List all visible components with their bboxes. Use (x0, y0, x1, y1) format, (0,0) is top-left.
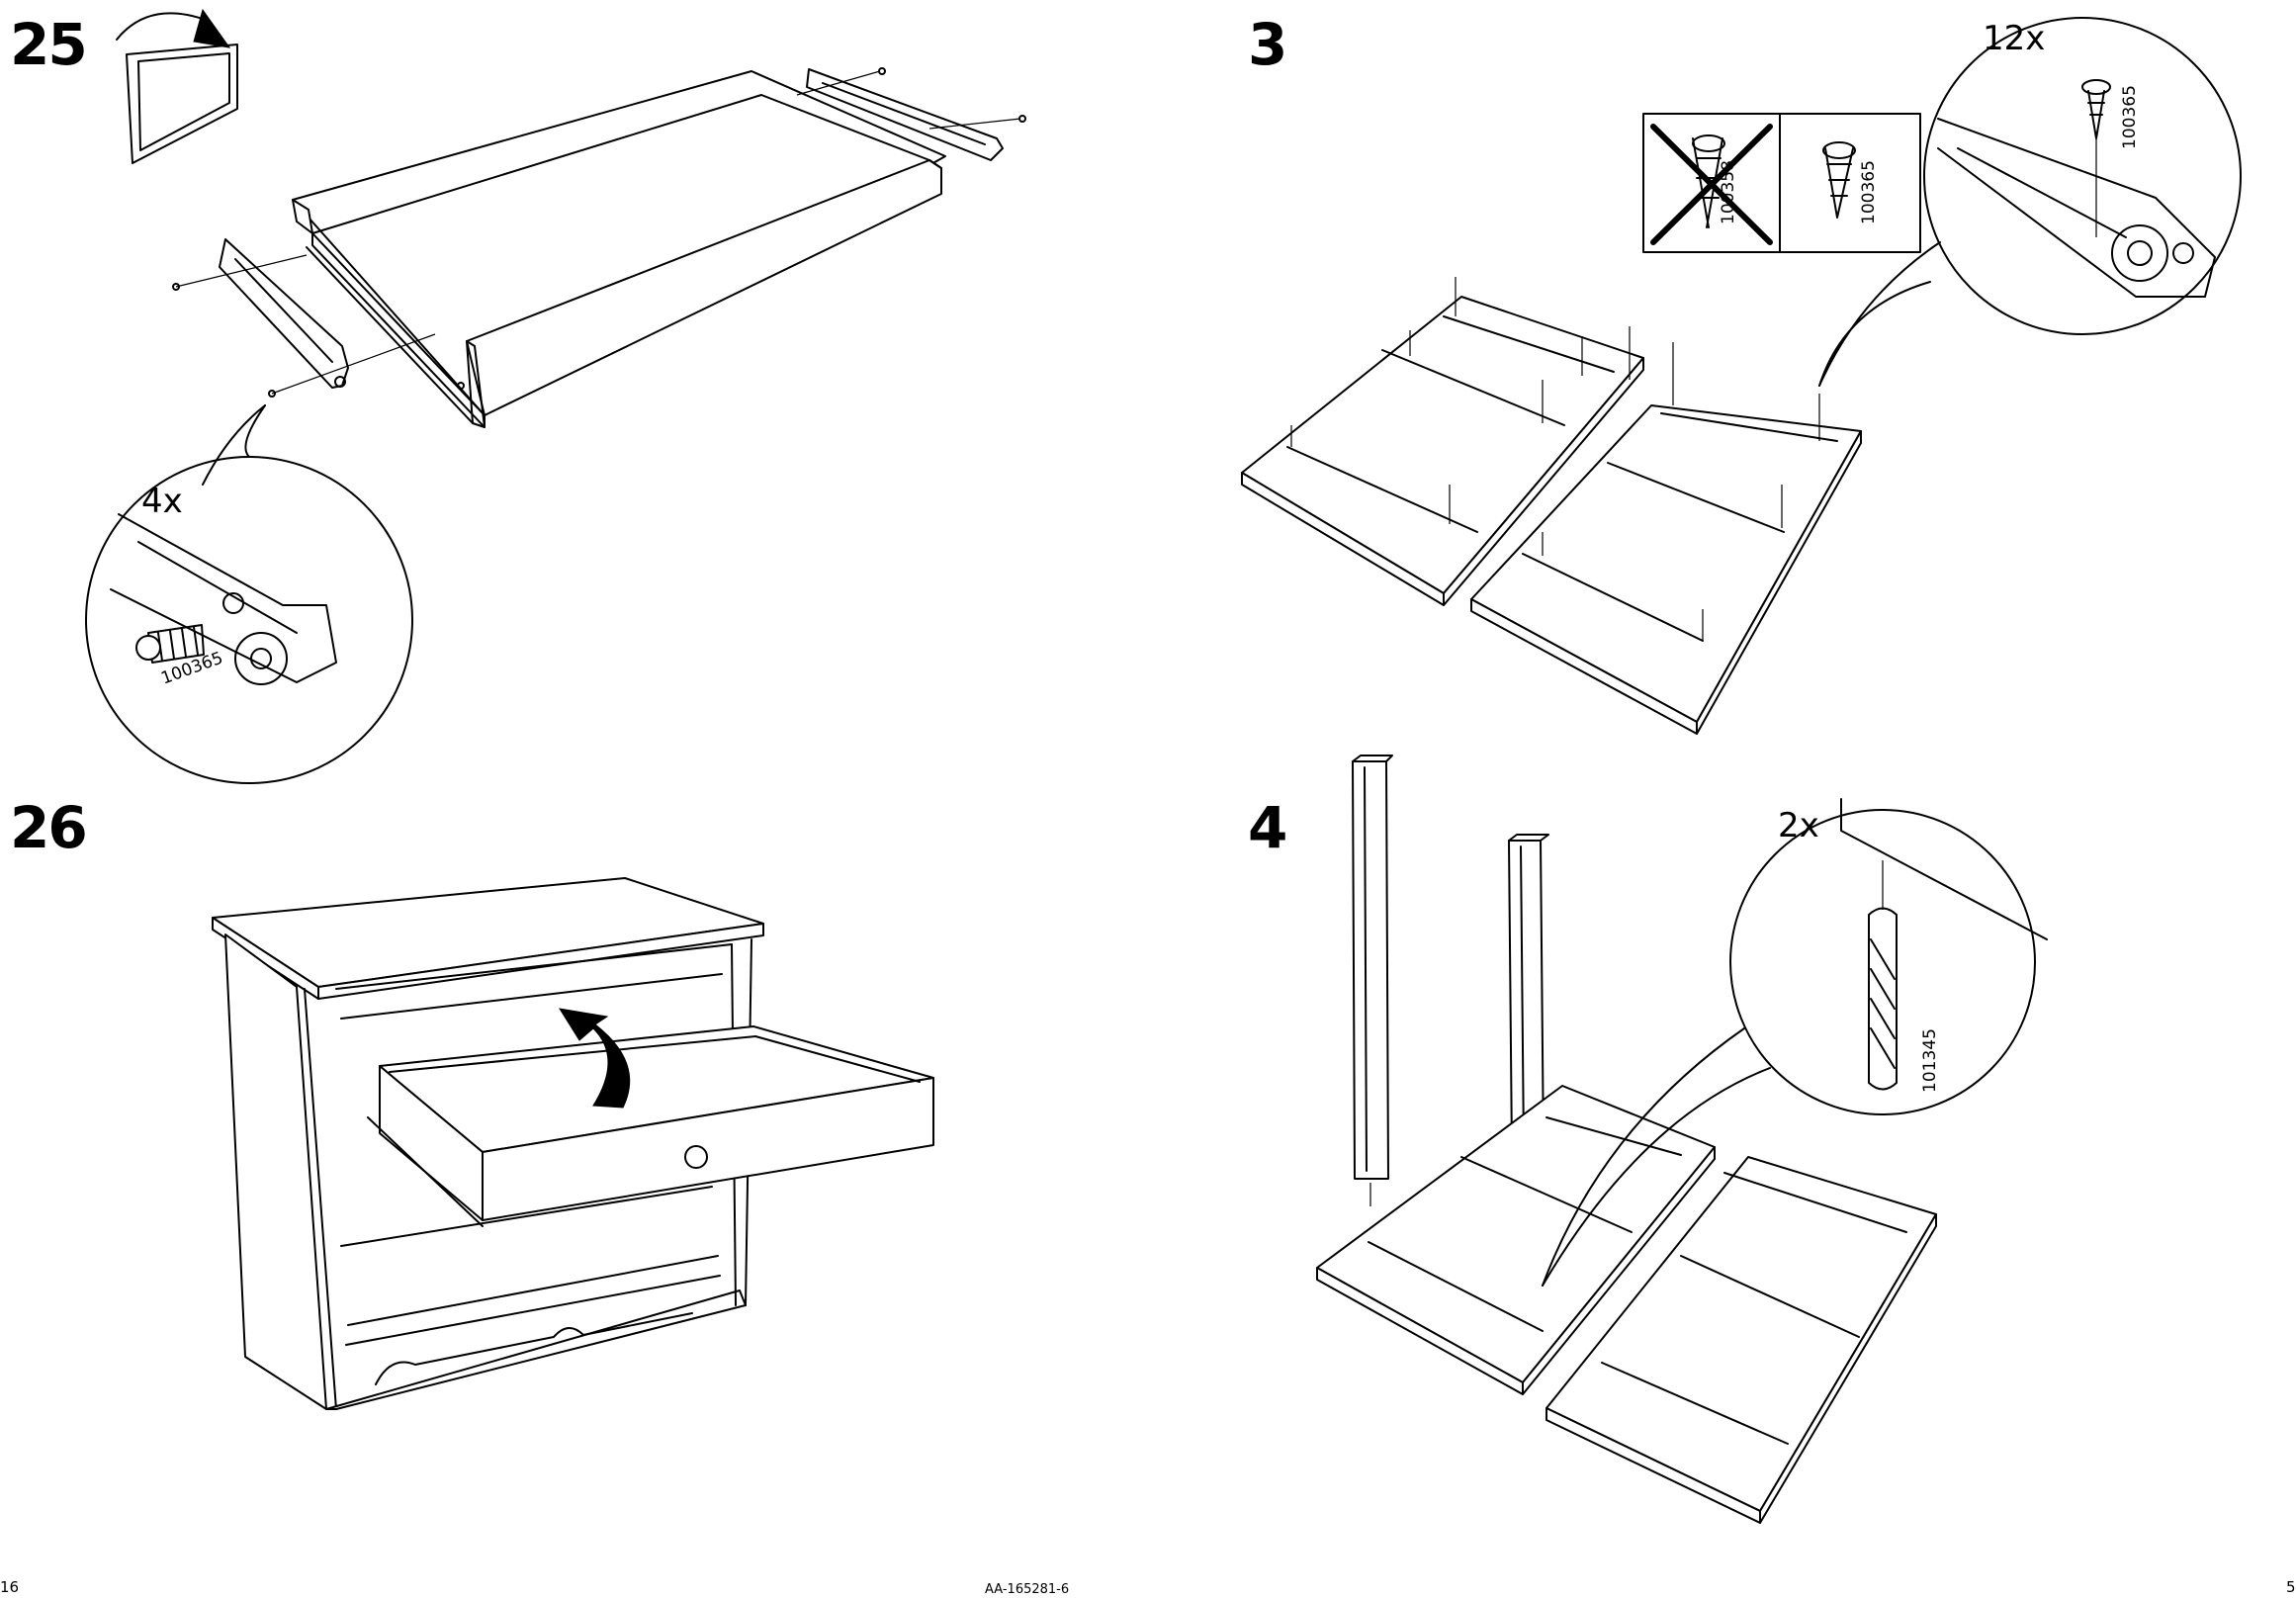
step-4-detail-circle (1542, 798, 2048, 1287)
footer-document-id: AA-165281-6 (985, 1582, 1070, 1597)
step-25-number: 25 (10, 11, 88, 78)
step-4-part-code: 101345 (1919, 1028, 1940, 1093)
step-25-runners (172, 67, 1026, 398)
step-25-detail-circle (85, 404, 413, 784)
step-3-number: 3 (1248, 11, 1287, 78)
step-3-screw-comparison (1642, 113, 1921, 253)
step-25-quantity: 4x (141, 482, 183, 521)
step-4-number: 4 (1248, 794, 1287, 861)
step-3-right-part-code: 100365 (1858, 160, 1879, 224)
step-4-quantity: 2x (1778, 806, 1819, 845)
step-3-quantity: 12x (1983, 19, 2046, 58)
step-25-drawer-body (292, 70, 946, 428)
step-26-number: 26 (10, 794, 88, 861)
step-4-panels (1316, 1085, 1937, 1524)
step-3-detail-part-code: 100365 (2119, 85, 2140, 149)
step-25-flip-icon (116, 8, 238, 164)
step-3-detail-circle (1818, 17, 2242, 387)
step-3-panels (1241, 277, 1862, 735)
step-26-push-arrow (558, 1008, 631, 1109)
footer-left-page-number: 16 (0, 1578, 20, 1596)
step-26-open-drawer (367, 1025, 934, 1227)
footer-right-page-number: 5 (2286, 1578, 2296, 1596)
step-3-wrong-part-code: 100358 (1718, 160, 1738, 224)
step-26-chest (212, 877, 764, 1410)
